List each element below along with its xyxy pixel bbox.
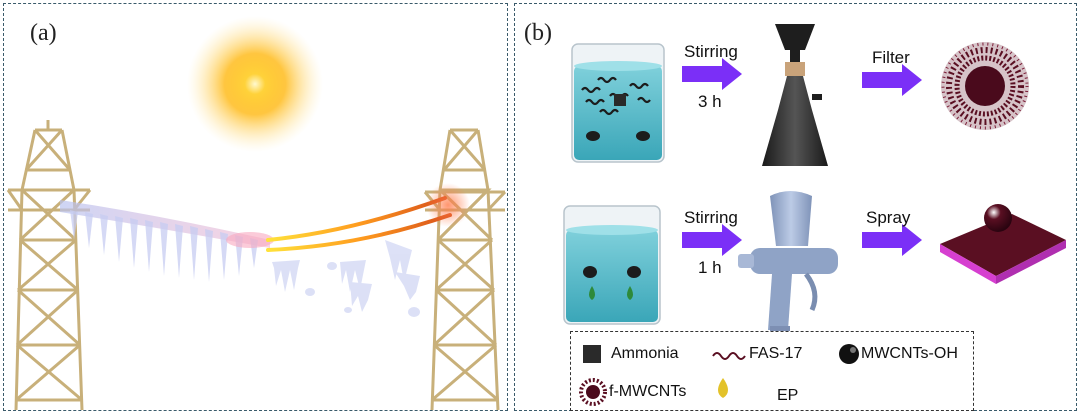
- tower-glow: [426, 183, 470, 227]
- arrow-stirring-1: [682, 58, 742, 90]
- arrow-stirring-2: [682, 224, 742, 256]
- row1-time-label: 3 h: [698, 92, 722, 111]
- ammonia-icon: [583, 345, 601, 363]
- legend-fas-17: FAS-17: [749, 345, 803, 362]
- ep-drop-icon: [718, 378, 728, 398]
- legend-ammonia: Ammonia: [611, 345, 679, 362]
- row2-time-label: 1 h: [698, 258, 722, 277]
- mwcnts-oh-icon: [839, 344, 859, 364]
- sun-icon: [187, 16, 323, 152]
- beaker-2: [563, 205, 661, 325]
- fas-17-icon: [712, 352, 746, 360]
- arrow-filter: [862, 64, 922, 96]
- left-tower: [6, 120, 92, 411]
- legend-ep: EP: [777, 387, 799, 404]
- arrow-spray: [862, 224, 922, 256]
- row1-step1-label: Stirring: [684, 42, 738, 61]
- spray-gun: [738, 191, 838, 344]
- row2-step1-label: Stirring: [684, 208, 738, 227]
- beaker-1: [571, 43, 665, 163]
- legend-symbols: [579, 344, 859, 406]
- filter-flask: [762, 24, 828, 166]
- f-mwcnts-icon: [579, 378, 607, 406]
- f-mwcnt-particle: [941, 42, 1029, 130]
- row1-step2-label: Filter: [872, 48, 910, 67]
- legend-mwcnts-oh: MWCNTs-OH: [861, 345, 958, 362]
- panel-a-label: (a): [30, 20, 57, 46]
- row2-step2-label: Spray: [866, 208, 911, 227]
- water-droplet: [984, 204, 1012, 232]
- legend: Ammonia FAS-17 MWCNTs-OH f-MWCNTs EP: [570, 331, 974, 411]
- heated-conductor: [266, 196, 452, 252]
- ammonia-cube: [614, 94, 626, 106]
- iced-conductor: [60, 200, 274, 282]
- panel-a: [3, 3, 508, 411]
- falling-ice: [272, 240, 420, 317]
- coated-substrate: [940, 204, 1066, 284]
- panel-b-label: (b): [524, 20, 552, 46]
- legend-f-mwcnts: f-MWCNTs: [609, 383, 687, 400]
